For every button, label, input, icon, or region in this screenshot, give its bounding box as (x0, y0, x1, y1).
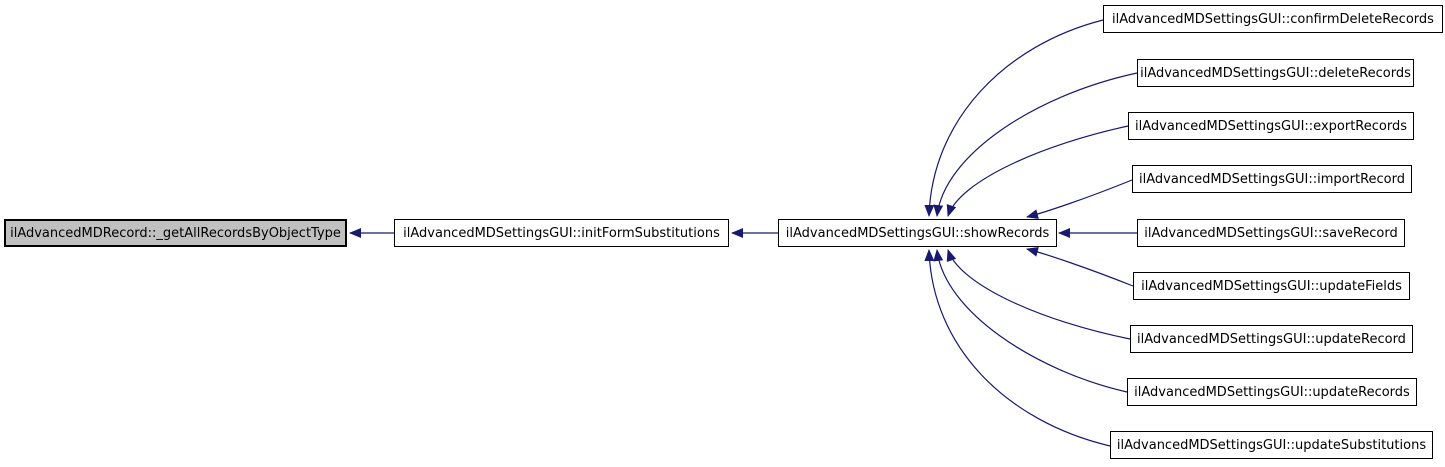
node-updateSubstitutions[interactable]: ilAdvancedMDSettingsGUI::updateSubstitut… (1110, 431, 1433, 459)
edge-deleteRecords-to-showRecords (933, 72, 1138, 217)
node-deleteRecords[interactable]: ilAdvancedMDSettingsGUI::deleteRecords (1137, 59, 1414, 87)
node-initFormSubstitutions[interactable]: ilAdvancedMDSettingsGUI::initFormSubstit… (394, 219, 729, 247)
node-updateFields[interactable]: ilAdvancedMDSettingsGUI::updateFields (1133, 272, 1410, 300)
node-updateRecords[interactable]: ilAdvancedMDSettingsGUI::updateRecords (1127, 378, 1417, 406)
node-getAllRecordsByObjectType: ilAdvancedMDRecord::_getAllRecordsByObje… (4, 219, 347, 247)
edge-updateSubstitutions-to-showRecords (924, 249, 1111, 447)
node-showRecords[interactable]: ilAdvancedMDSettingsGUI::showRecords (778, 219, 1057, 247)
node-confirmDeleteRecords[interactable]: ilAdvancedMDSettingsGUI::confirmDeleteRe… (1103, 5, 1443, 33)
edge-updateFields-to-showRecords (1026, 246, 1134, 287)
node-saveRecord[interactable]: ilAdvancedMDSettingsGUI::saveRecord (1137, 219, 1405, 247)
edge-updateRecords-to-showRecords (933, 249, 1128, 393)
edge-confirmDeleteRecords-to-showRecords (924, 19, 1104, 217)
edge-updateRecord-to-showRecords (946, 249, 1131, 340)
edge-importRecord-to-showRecords (1026, 179, 1133, 220)
node-exportRecords[interactable]: ilAdvancedMDSettingsGUI::exportRecords (1128, 112, 1414, 140)
edge-exportRecords-to-showRecords (946, 125, 1129, 217)
node-updateRecord[interactable]: ilAdvancedMDSettingsGUI::updateRecord (1130, 325, 1413, 353)
node-importRecord[interactable]: ilAdvancedMDSettingsGUI::importRecord (1132, 165, 1412, 193)
